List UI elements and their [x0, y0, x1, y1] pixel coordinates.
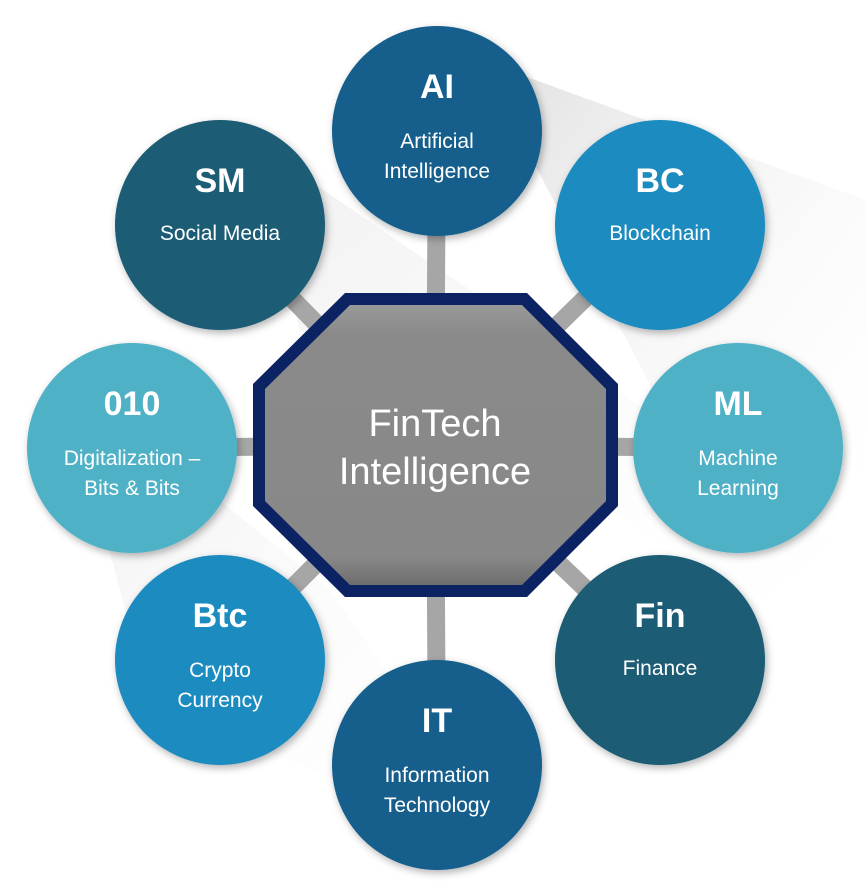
node-abbreviation: Fin [635, 597, 686, 635]
node-circle [115, 120, 325, 330]
node-circle [332, 660, 542, 870]
node-description-line: Machine [698, 447, 777, 470]
node-circle [633, 343, 843, 553]
node-description-line: Intelligence [384, 160, 490, 183]
node-description-line: Blockchain [609, 222, 711, 245]
node-abbreviation: IT [422, 702, 452, 740]
node-bc: BC Blockchain [555, 120, 765, 330]
node-description-line: Finance [623, 657, 698, 680]
node-description-line: Learning [697, 477, 779, 500]
center-title-line-2: Intelligence [339, 451, 531, 493]
node-abbreviation: SM [195, 162, 246, 200]
node-circle [332, 26, 542, 236]
node-description-line: Bits & Bits [84, 477, 180, 500]
node-description-line: Digitalization – [64, 447, 201, 470]
node-circle [115, 555, 325, 765]
node-description-line: Currency [177, 689, 263, 712]
node-description-line: Social Media [160, 222, 281, 245]
node-circle [27, 343, 237, 553]
node-abbreviation: 010 [104, 385, 161, 423]
node-abbreviation: AI [420, 68, 454, 106]
node-description-line: Crypto [189, 659, 251, 682]
node-circle [555, 555, 765, 765]
node-description-line: Information [384, 764, 489, 787]
node-description-line: Artificial [400, 130, 474, 153]
node-abbreviation: BC [635, 162, 684, 200]
node-abbreviation: ML [713, 385, 762, 423]
node-circle [555, 120, 765, 330]
octagon-fill [265, 305, 606, 585]
center-title-line-1: FinTech [368, 403, 501, 445]
node-sm: SM Social Media [115, 120, 325, 330]
center-octagon: FinTech Intelligence [253, 293, 618, 597]
node-description-line: Technology [384, 794, 491, 817]
node-abbreviation: Btc [193, 597, 248, 635]
